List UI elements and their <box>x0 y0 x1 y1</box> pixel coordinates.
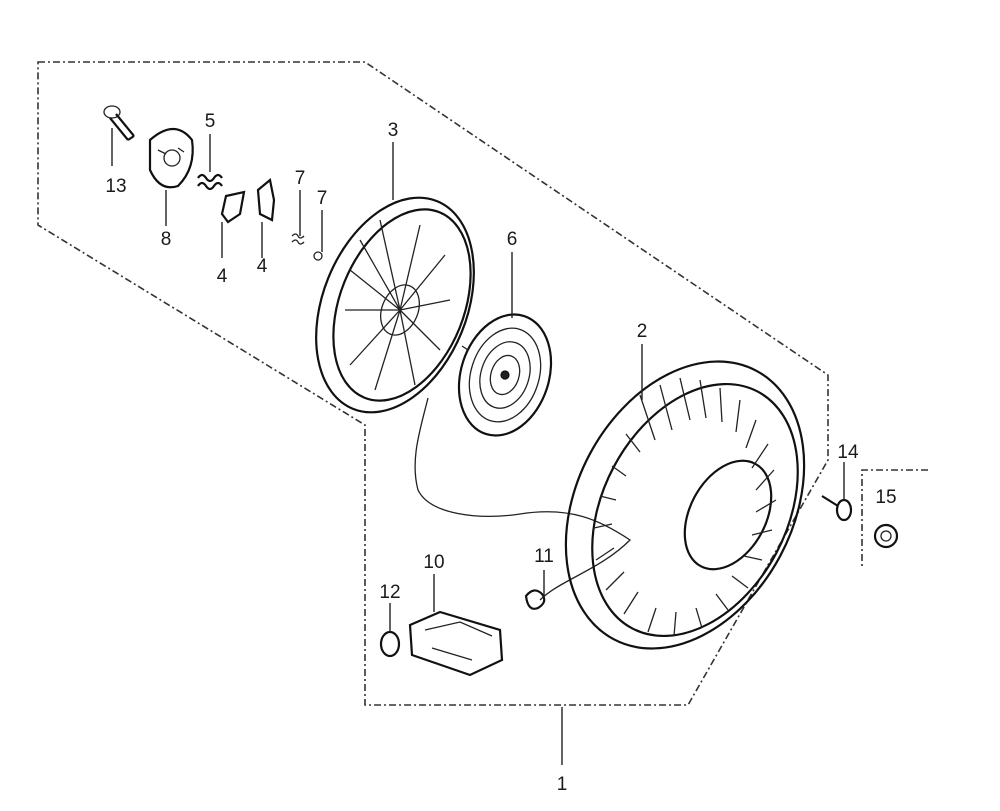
callout-4-left: 4 <box>217 266 228 287</box>
bolt-part13 <box>103 105 135 141</box>
spring-part5 <box>197 173 223 191</box>
callout-7-a: 7 <box>295 168 306 189</box>
callout-15: 15 <box>875 487 896 508</box>
starter-rope <box>414 397 632 601</box>
callout-12: 12 <box>379 582 400 603</box>
rope-knot-part11 <box>524 589 546 610</box>
pawl-part4-left <box>220 190 246 224</box>
callout-8: 8 <box>161 229 172 250</box>
callout-14: 14 <box>837 442 859 463</box>
callout-7-b: 7 <box>317 188 328 209</box>
ratchet-plate-part8 <box>148 127 194 189</box>
callout-13: 13 <box>105 176 126 197</box>
callout-11: 11 <box>534 546 554 567</box>
callout-3: 3 <box>388 120 399 141</box>
recoil-spring-part6 <box>457 313 553 437</box>
callout-5: 5 <box>205 111 216 132</box>
part15-frame <box>861 469 928 568</box>
callout-6: 6 <box>507 229 518 250</box>
callout-4-right: 4 <box>257 256 268 277</box>
reel-part3 <box>315 196 475 414</box>
spring-part7-b <box>313 251 323 261</box>
assembly-frame <box>37 61 829 706</box>
starter-grip-part10 <box>408 610 504 677</box>
flange-bolt-part14 <box>821 495 853 522</box>
nut-part15 <box>873 523 899 549</box>
callout-1: 1 <box>557 774 568 795</box>
grip-insert-part12 <box>379 630 401 658</box>
leader-lines <box>111 128 845 765</box>
pawl-part4-right <box>256 177 276 222</box>
spring-part7-a <box>291 233 305 245</box>
callout-2: 2 <box>637 321 648 342</box>
starter-case-part2 <box>564 360 806 650</box>
callout-10: 10 <box>423 552 444 573</box>
